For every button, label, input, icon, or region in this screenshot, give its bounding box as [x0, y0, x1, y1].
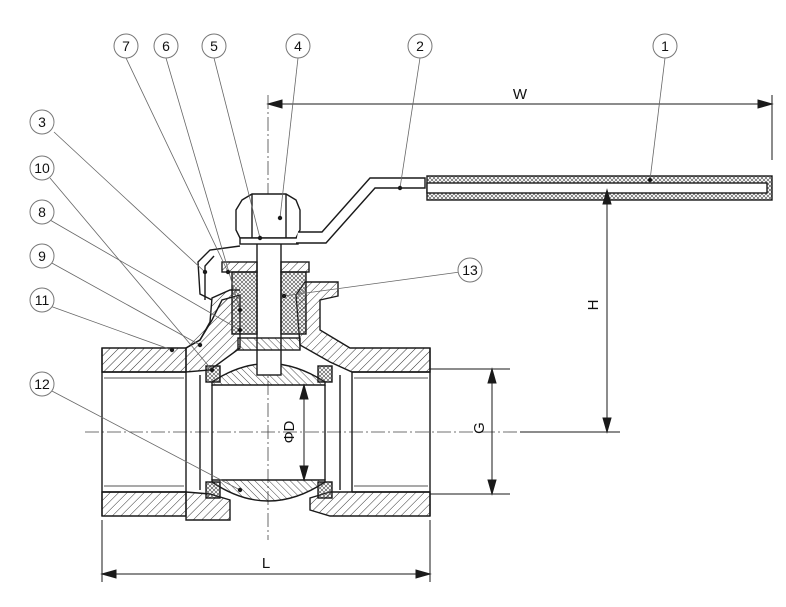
- callout-number: 10: [34, 160, 50, 176]
- leader-dots: [169, 177, 653, 493]
- callout-number: 13: [462, 262, 478, 278]
- callout-balloon: [29, 287, 55, 313]
- callout-number: 6: [162, 38, 170, 54]
- callout-number: 8: [38, 204, 46, 220]
- callout-9: 9: [29, 243, 55, 269]
- callout-5: 5: [201, 33, 227, 59]
- callout-balloon: [113, 33, 139, 59]
- callout-number: 7: [122, 38, 130, 54]
- callout-number: 11: [35, 292, 50, 308]
- callout-number: 9: [38, 248, 46, 264]
- callout-3: 3: [29, 109, 55, 135]
- callout-2: 2: [407, 33, 433, 59]
- callout-7: 7: [113, 33, 139, 59]
- callout-number: 1: [661, 38, 669, 54]
- callout-number: 4: [294, 38, 302, 54]
- callout-number: 2: [416, 38, 424, 54]
- leader-lines: [49, 57, 666, 491]
- callout-balloon: [285, 33, 311, 59]
- callout-balloon: [407, 33, 433, 59]
- dimension-lines: [100, 95, 774, 582]
- dim-label-phid: ΦD: [281, 420, 298, 443]
- callout-13: 13: [457, 257, 483, 283]
- callout-balloon: [29, 243, 55, 269]
- callout-12: 12: [29, 371, 55, 397]
- dim-label-w: W: [513, 86, 528, 103]
- callout-6: 6: [153, 33, 179, 59]
- callout-4: 4: [285, 33, 311, 59]
- callout-number: 12: [34, 376, 50, 392]
- handle-nut: [235, 193, 301, 245]
- callout-number: 5: [210, 38, 218, 54]
- dim-label-h: H: [585, 300, 602, 311]
- callout-11: 11: [29, 287, 55, 313]
- dim-label-l: L: [262, 555, 270, 572]
- callout-balloon: [652, 33, 678, 59]
- callout-balloon: [29, 199, 55, 225]
- callout-balloon: [29, 109, 55, 135]
- callout-balloon: [201, 33, 227, 59]
- valve-body: [101, 281, 431, 521]
- callout-balloon: [29, 371, 55, 397]
- callout-8: 8: [29, 199, 55, 225]
- callout-1: 1: [652, 33, 678, 59]
- callout-10: 10: [29, 155, 55, 181]
- callout-balloon: [29, 155, 55, 181]
- lever-handle: [197, 175, 773, 301]
- dim-label-g: G: [471, 422, 488, 434]
- callout-balloon: [457, 257, 483, 283]
- callout-balloon: [153, 33, 179, 59]
- stem: [221, 239, 310, 376]
- callout-number: 3: [38, 114, 46, 130]
